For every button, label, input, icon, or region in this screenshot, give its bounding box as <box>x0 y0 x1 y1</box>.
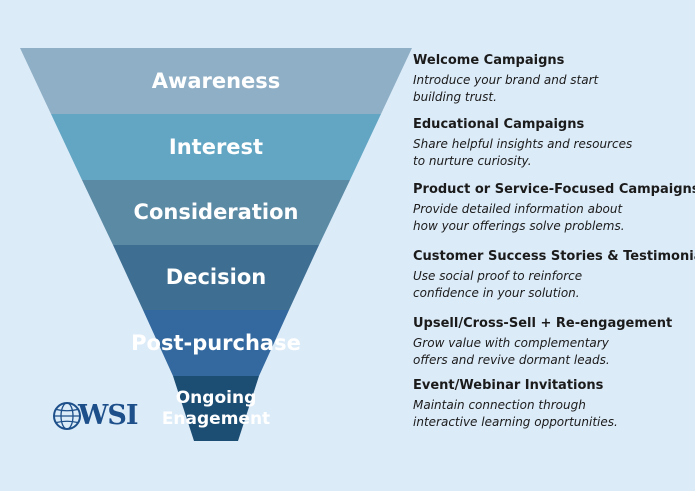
stage-label-ongoing-line1: Ongoing <box>175 387 257 408</box>
stage-label-ongoing-engagement: Ongoing Enagement <box>116 380 316 438</box>
funnel-segment-post-purchase <box>143 310 289 376</box>
description-educational: Educational Campaigns Share helpful insi… <box>413 117 695 170</box>
description-title: Educational Campaigns <box>413 117 585 132</box>
funnel-segment-awareness <box>20 48 412 114</box>
description-title: Upsell/Cross-Sell + Re-engagement <box>413 316 673 331</box>
funnel-segment-consideration <box>82 180 350 245</box>
description-title: Customer Success Stories & Testimonials <box>413 249 695 264</box>
description-title: Welcome Campaigns <box>413 53 565 68</box>
stage-label-decision: Decision <box>165 265 267 290</box>
description-event-webinar: Event/Webinar Invitations Maintain conne… <box>413 378 695 431</box>
stage-label-ongoing-line2: Enagement <box>161 409 271 429</box>
description-title: Event/Webinar Invitations <box>413 378 604 393</box>
stage-label-post-purchase: Post-purchase <box>131 330 301 355</box>
funnel-segment-interest <box>51 114 381 180</box>
logo-text: WSI <box>78 400 138 431</box>
wsi-logo: WSI <box>52 400 138 431</box>
description-product-service: Product or Service-Focused Campaigns Pro… <box>413 182 695 235</box>
description-welcome: Welcome Campaigns Introduce your brand a… <box>413 53 695 106</box>
funnel-segment-ongoing-engagement <box>173 376 259 441</box>
description-success-stories: Customer Success Stories & Testimonials … <box>413 249 695 302</box>
description-title: Product or Service-Focused Campaigns <box>413 182 695 197</box>
stage-label-consideration: Consideration <box>133 200 299 225</box>
funnel-segment-decision <box>113 245 319 310</box>
stage-label-awareness: Awareness <box>151 68 281 93</box>
description-upsell: Upsell/Cross-Sell + Re-engagement Grow v… <box>413 316 695 369</box>
stage-label-interest: Interest <box>168 134 264 159</box>
globe-icon <box>53 401 81 430</box>
